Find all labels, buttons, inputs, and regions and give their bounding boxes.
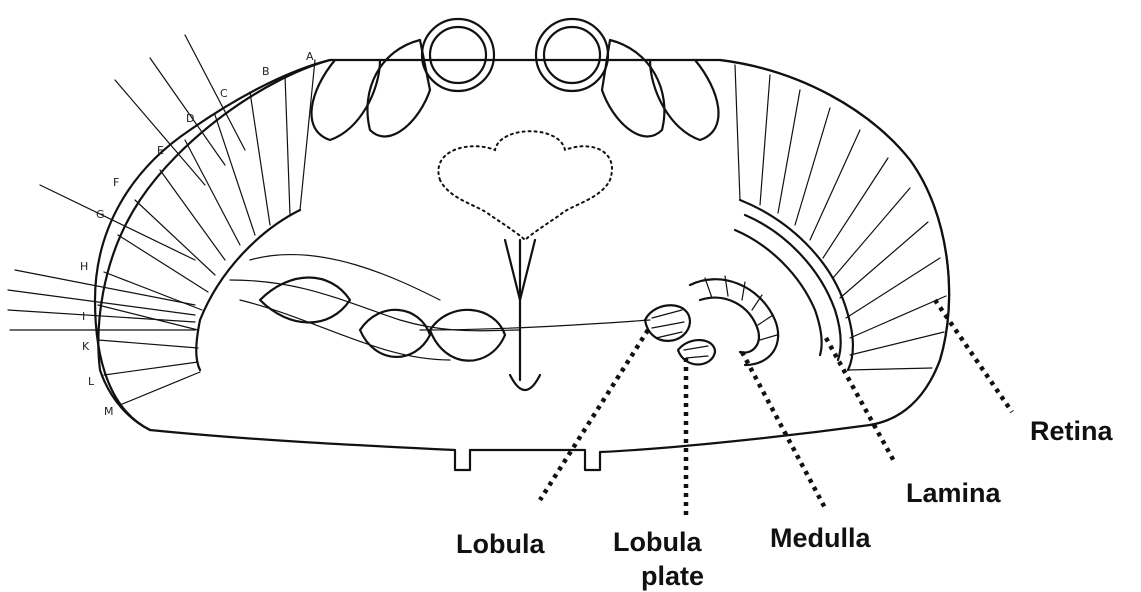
letter-c: C	[220, 87, 228, 100]
central-brain	[438, 131, 612, 390]
right-lobula-plate	[678, 340, 715, 364]
label-lobula: Lobula	[456, 529, 545, 559]
label-lamina: Lamina	[906, 478, 1002, 508]
letter-g: G	[96, 208, 105, 221]
label-lobula-plate-line2: plate	[641, 561, 704, 591]
right-lobula	[645, 305, 690, 341]
letter-b: B	[262, 65, 270, 78]
left-optic-neuropils	[260, 278, 505, 361]
leader-lamina	[826, 338, 895, 463]
label-lobula-plate-line1: Lobula	[613, 527, 702, 557]
left-compound-eye	[8, 35, 520, 430]
letter-e: E	[157, 144, 164, 157]
letter-m: M	[104, 405, 114, 418]
letter-i: I	[82, 310, 85, 323]
leader-lobula	[540, 330, 648, 500]
letter-h: H	[80, 260, 88, 273]
label-medulla: Medulla	[770, 523, 871, 553]
letter-a: A	[306, 50, 314, 63]
ocelli	[311, 19, 718, 140]
letter-d: D	[186, 112, 194, 125]
leader-retina	[935, 300, 1012, 412]
right-lamina	[735, 215, 841, 360]
letter-f: F	[113, 176, 119, 189]
letter-k: K	[82, 340, 90, 353]
chiasma-fibers	[420, 320, 650, 330]
head-outline	[95, 60, 949, 470]
leader-medulla	[742, 352, 825, 508]
label-retina: Retina	[1030, 416, 1114, 446]
right-retina	[720, 60, 949, 425]
letter-l: L	[88, 375, 95, 388]
right-medulla	[690, 276, 778, 365]
